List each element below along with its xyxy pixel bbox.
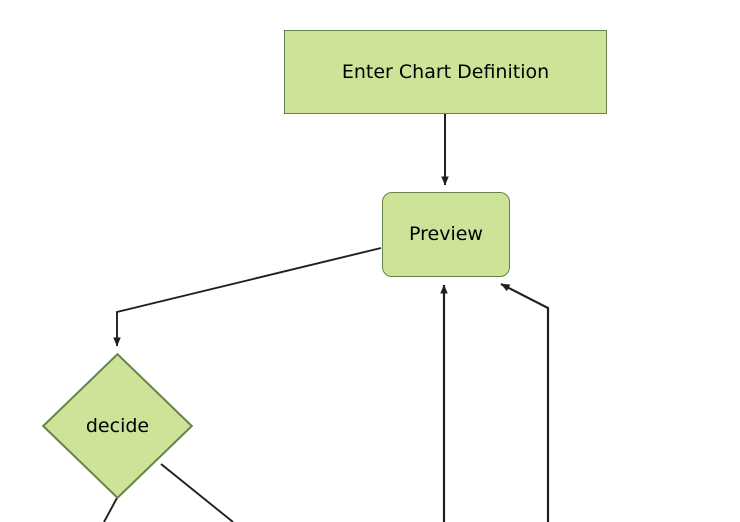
node-enter-chart-definition[interactable]: Enter Chart Definition [284,30,607,114]
node-label-preview: Preview [409,223,483,246]
node-label-enter-chart-definition: Enter Chart Definition [341,60,550,83]
node-decide-label-wrap: decide [42,353,193,499]
node-preview[interactable]: Preview [382,192,510,277]
edge-decide-out-bottom [103,497,118,522]
edge-decide-out-right [160,463,234,522]
edge-preview-to-decide [113,247,382,347]
node-label-decide: decide [85,414,150,437]
edge-offscreen-to-preview-right [500,283,550,522]
diamond-shape-icon [42,353,193,499]
node-decide[interactable]: decide [42,353,193,499]
